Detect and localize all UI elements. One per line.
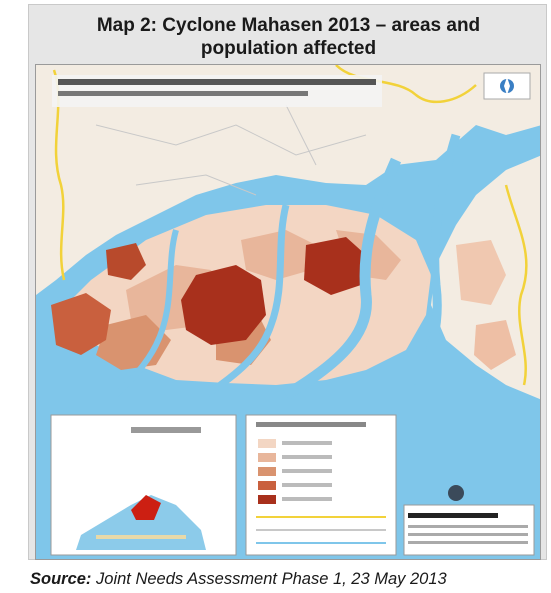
figure-source: Source: Joint Needs Assessment Phase 1, …	[30, 569, 551, 589]
map-header-banner	[52, 75, 382, 107]
map-notes-panel	[403, 485, 535, 556]
district-boundary-right	[504, 184, 528, 386]
figure-title-line-1: Map 2: Cyclone Mahasen 2013 – areas and	[96, 15, 481, 36]
legend-swatch-impact-low	[258, 439, 276, 448]
river-channel-main	[283, 157, 402, 400]
map-legend	[245, 414, 397, 556]
legend-swatch-impact-medium	[258, 467, 276, 476]
impact-zone-very-high-central	[181, 265, 266, 345]
map-image	[35, 64, 541, 560]
compass-icon	[483, 72, 531, 100]
river-channel-east	[411, 133, 461, 388]
source-text: Joint Needs Assessment Phase 1, 23 May 2…	[96, 570, 447, 588]
map-graphic	[36, 65, 540, 559]
locator-inset	[50, 414, 237, 556]
figure-title: Map 2: Cyclone Mahasen 2013 – areas and …	[29, 14, 548, 60]
impact-zone-high-northwest	[106, 243, 146, 280]
figure-title-line-2: population affected	[200, 38, 377, 59]
river-channel-mid	[204, 204, 290, 398]
source-label: Source:	[30, 570, 92, 588]
impact-zone-high-west	[51, 293, 111, 355]
impact-zone-east-a	[456, 240, 506, 305]
legend-swatch-impact-medium-low	[258, 453, 276, 462]
legend-swatch-impact-very-high	[258, 495, 276, 504]
river-channel-west	[113, 229, 179, 398]
mainland	[36, 65, 540, 295]
road-network	[95, 104, 367, 196]
impact-zone-east-b	[474, 320, 516, 370]
impact-zone-very-high-east	[304, 237, 366, 295]
legend-swatch-impact-high	[258, 481, 276, 490]
